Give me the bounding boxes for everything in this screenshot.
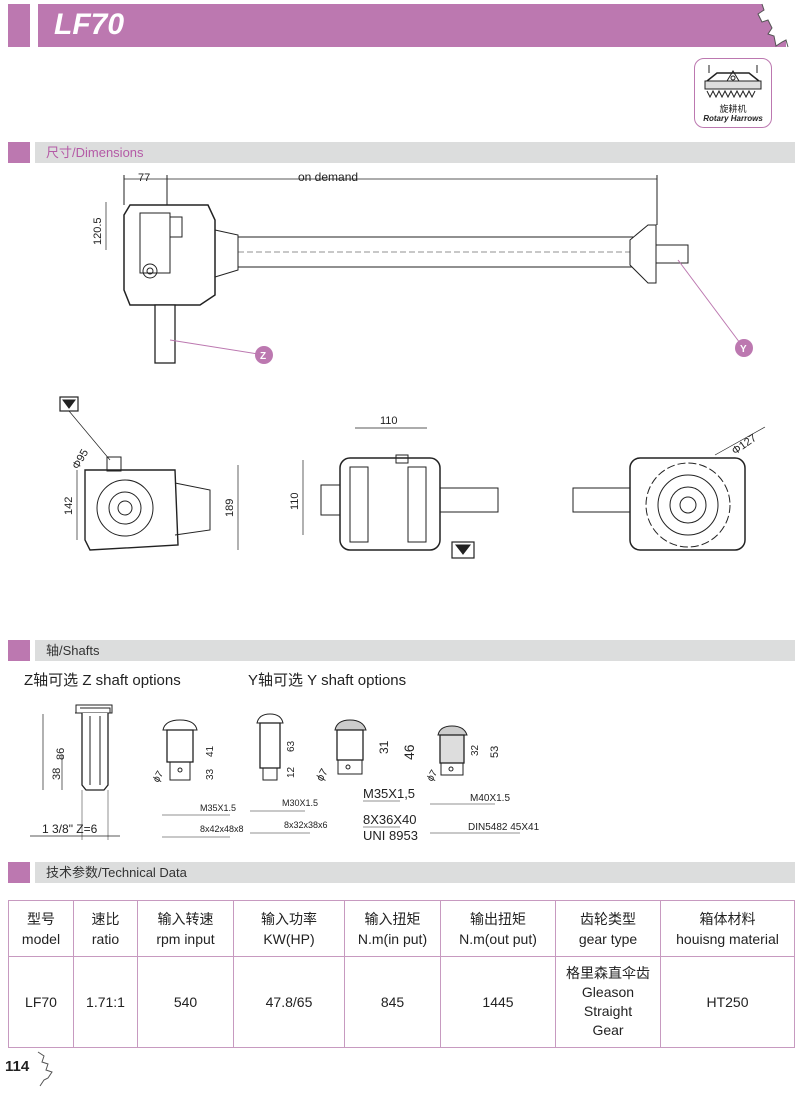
page-title: LF70 (54, 8, 125, 41)
y-shaft-options-title: Y轴可选 Y shaft options (248, 672, 407, 689)
section-title-dimensions: 尺寸/Dimensions (46, 145, 144, 160)
dim-y2-63: 63 (286, 740, 297, 752)
side-view-right-drawing: Φ127 (572, 426, 766, 551)
dim-phi95: Φ95 (70, 447, 91, 471)
shaft-drawings: 86 38 1 3/8" Z=6 41 33 ϕ7 M35X1.5 8x42x4… (30, 704, 540, 843)
shaft-label-z: Z (260, 351, 266, 362)
dim-y4-53: 53 (489, 746, 501, 758)
section-title-technical: 技术参数/Technical Data (46, 865, 187, 880)
rotary-harrow-icon (704, 65, 762, 99)
page-number: 114 (5, 1058, 30, 1075)
dim-110-width: 110 (380, 415, 398, 427)
section-square (8, 862, 30, 883)
dim-y1-41: 41 (205, 745, 216, 757)
y2-spline: 8x32x38x6 (284, 820, 328, 830)
application-badge: 旋耕机 Rotary Harrows (694, 58, 772, 128)
section-square (8, 142, 30, 163)
z-shaft-spec: 1 3/8" Z=6 (42, 822, 98, 836)
cell-model: LF70 (8, 956, 74, 1048)
dim-77: 77 (138, 172, 150, 184)
section-title-shafts: 轴/Shafts (46, 643, 100, 658)
y-shaft-3-drawing: 31 46 ϕ7 M35X1,5 8X36X40 UNI 8953 (314, 719, 418, 843)
dim-142: 142 (63, 497, 75, 515)
z-shaft-drawing: 86 38 1 3/8" Z=6 (30, 704, 120, 840)
dim-189: 189 (224, 499, 236, 517)
dim-phi127: Φ127 (730, 432, 759, 457)
dim-y1-phi7: ϕ7 (151, 769, 166, 785)
y3-thread: M35X1,5 (363, 786, 415, 801)
badge-label-cn: 旋耕机 (719, 104, 747, 114)
y3-standard: UNI 8953 (363, 828, 418, 843)
top-view-drawing: 77 on demand 120.5 Z Y (92, 170, 753, 364)
dim-y3-31: 31 (377, 740, 391, 754)
badge-label-en: Rotary Harrows (703, 114, 763, 123)
shaft-label-y: Y (740, 344, 747, 355)
cell-power: 47.8/65 (233, 956, 345, 1048)
dim-110-height: 110 (289, 492, 301, 510)
dim-y1-33: 33 (205, 768, 216, 780)
side-view-left-drawing: Φ95 142 189 (59, 396, 239, 551)
section-bar-shafts (35, 640, 795, 661)
dim-y4-phi7: ϕ7 (425, 768, 440, 784)
y1-thread: M35X1.5 (200, 803, 236, 813)
dim-z-38: 38 (51, 768, 63, 780)
cell-output-torque: 1445 (440, 956, 556, 1048)
section-square (8, 640, 30, 661)
header-square (8, 4, 30, 47)
gear-corner-icon (750, 0, 800, 50)
gear-footer-icon (37, 1051, 53, 1087)
z-shaft-options-title: Z轴可选 Z shaft options (24, 672, 181, 689)
y-shaft-2-drawing: 63 12 M30X1.5 8x32x38x6 (250, 713, 328, 834)
dim-120-5: 120.5 (92, 217, 104, 245)
dim-y4-32: 32 (470, 744, 481, 756)
cell-rpm: 540 (137, 956, 234, 1048)
y1-spline: 8x42x48x8 (200, 824, 244, 834)
front-view-drawing: 110 110 (289, 415, 499, 559)
y-shaft-4-drawing: 32 53 ϕ7 M40X1.5 DIN5482 45X41 (425, 725, 540, 834)
y-shaft-1-drawing: 41 33 ϕ7 M35X1.5 8x42x48x8 (151, 719, 244, 838)
cell-ratio: 1.71:1 (73, 956, 138, 1048)
y4-thread: M40X1.5 (470, 793, 510, 804)
cell-material: HT250 (660, 956, 795, 1048)
section-bar-dimensions (35, 142, 795, 163)
cell-input-torque: 845 (344, 956, 441, 1048)
y2-thread: M30X1.5 (282, 798, 318, 808)
title-bar (38, 4, 800, 47)
dimension-drawings: 77 on demand 120.5 Z Y Φ95 142 189 (59, 170, 766, 559)
section-bar-technical (35, 862, 795, 883)
dim-z-86: 86 (55, 748, 67, 760)
dim-on-demand: on demand (298, 170, 358, 184)
y3-spline: 8X36X40 (363, 812, 417, 827)
dim-y3-46: 46 (401, 744, 417, 760)
dim-y2-12: 12 (286, 766, 297, 778)
y4-spline: DIN5482 45X41 (468, 822, 540, 833)
dim-y3-phi7: ϕ7 (314, 767, 331, 784)
